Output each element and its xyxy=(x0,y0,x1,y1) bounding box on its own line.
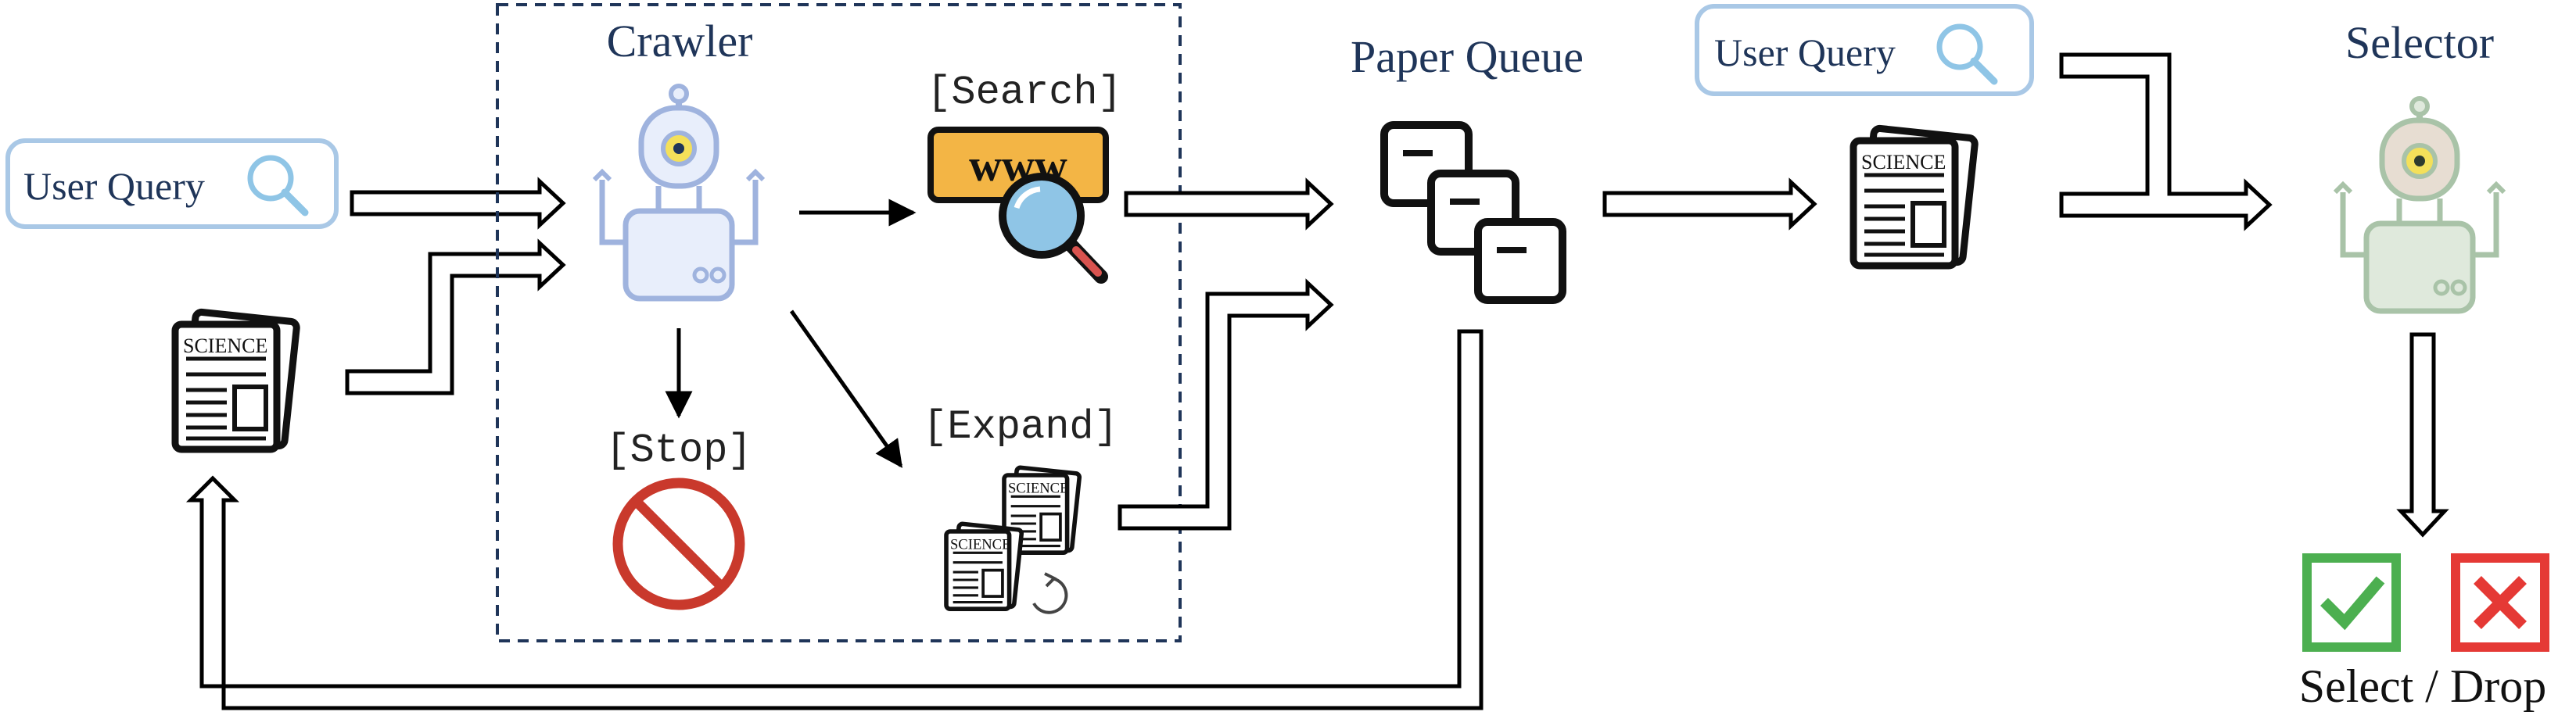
www-search-icon: www xyxy=(927,127,1109,284)
hollow-arrow-expand-to-queue xyxy=(1118,278,1334,531)
newspaper-icon-expand-back: SCIENCE xyxy=(1004,467,1080,553)
refresh-arrow-icon xyxy=(1032,572,1068,614)
newspaper-icon-left: SCIENCE xyxy=(175,312,297,449)
newspaper-icon-right: SCIENCE xyxy=(1853,128,1975,266)
hollow-arrow-feedback-loop xyxy=(185,329,1484,710)
hollow-arrow-merge-to-selector xyxy=(2059,52,2273,231)
newspaper-icon-expand-front: SCIENCE xyxy=(946,524,1022,609)
stop-action-label: [Stop] xyxy=(605,427,752,474)
hollow-arrow-queue-to-paper xyxy=(1602,177,1817,231)
svg-text:SCIENCE: SCIENCE xyxy=(950,536,1010,553)
select-drop-label: Select / Drop xyxy=(2299,660,2547,712)
svg-text:SCIENCE: SCIENCE xyxy=(1008,480,1068,496)
crawler-title: Crawler xyxy=(607,16,753,66)
hollow-arrow-search-to-queue xyxy=(1124,177,1334,231)
stacked-cards-icon xyxy=(1380,121,1566,304)
robot-icon-crawler xyxy=(592,84,766,302)
science-label-right: SCIENCE xyxy=(1861,151,1946,173)
hollow-arrow-selector-to-decision xyxy=(2396,332,2449,538)
hollow-arrow-query-to-crawler xyxy=(350,177,566,230)
user-query-box-right: User Query xyxy=(1695,4,2034,96)
crawler-boundary xyxy=(496,3,1182,642)
prohibited-icon xyxy=(612,478,745,610)
checkmark-icon xyxy=(2302,553,2401,652)
user-query-label-left: User Query xyxy=(23,164,205,208)
expand-action-label: [Expand] xyxy=(923,404,1118,450)
science-label: SCIENCE xyxy=(183,334,267,357)
hollow-arrow-paper-to-crawler xyxy=(345,238,566,395)
cross-icon xyxy=(2451,553,2549,652)
user-query-label-right: User Query xyxy=(1714,30,1896,74)
selector-title: Selector xyxy=(2345,17,2494,68)
user-query-box-left: User Query xyxy=(5,138,339,229)
search-action-label: [Search] xyxy=(927,70,1122,116)
robot-icon-selector xyxy=(2333,96,2506,314)
paper-queue-title: Paper Queue xyxy=(1351,31,1584,82)
arrow-to-expand xyxy=(789,309,903,468)
